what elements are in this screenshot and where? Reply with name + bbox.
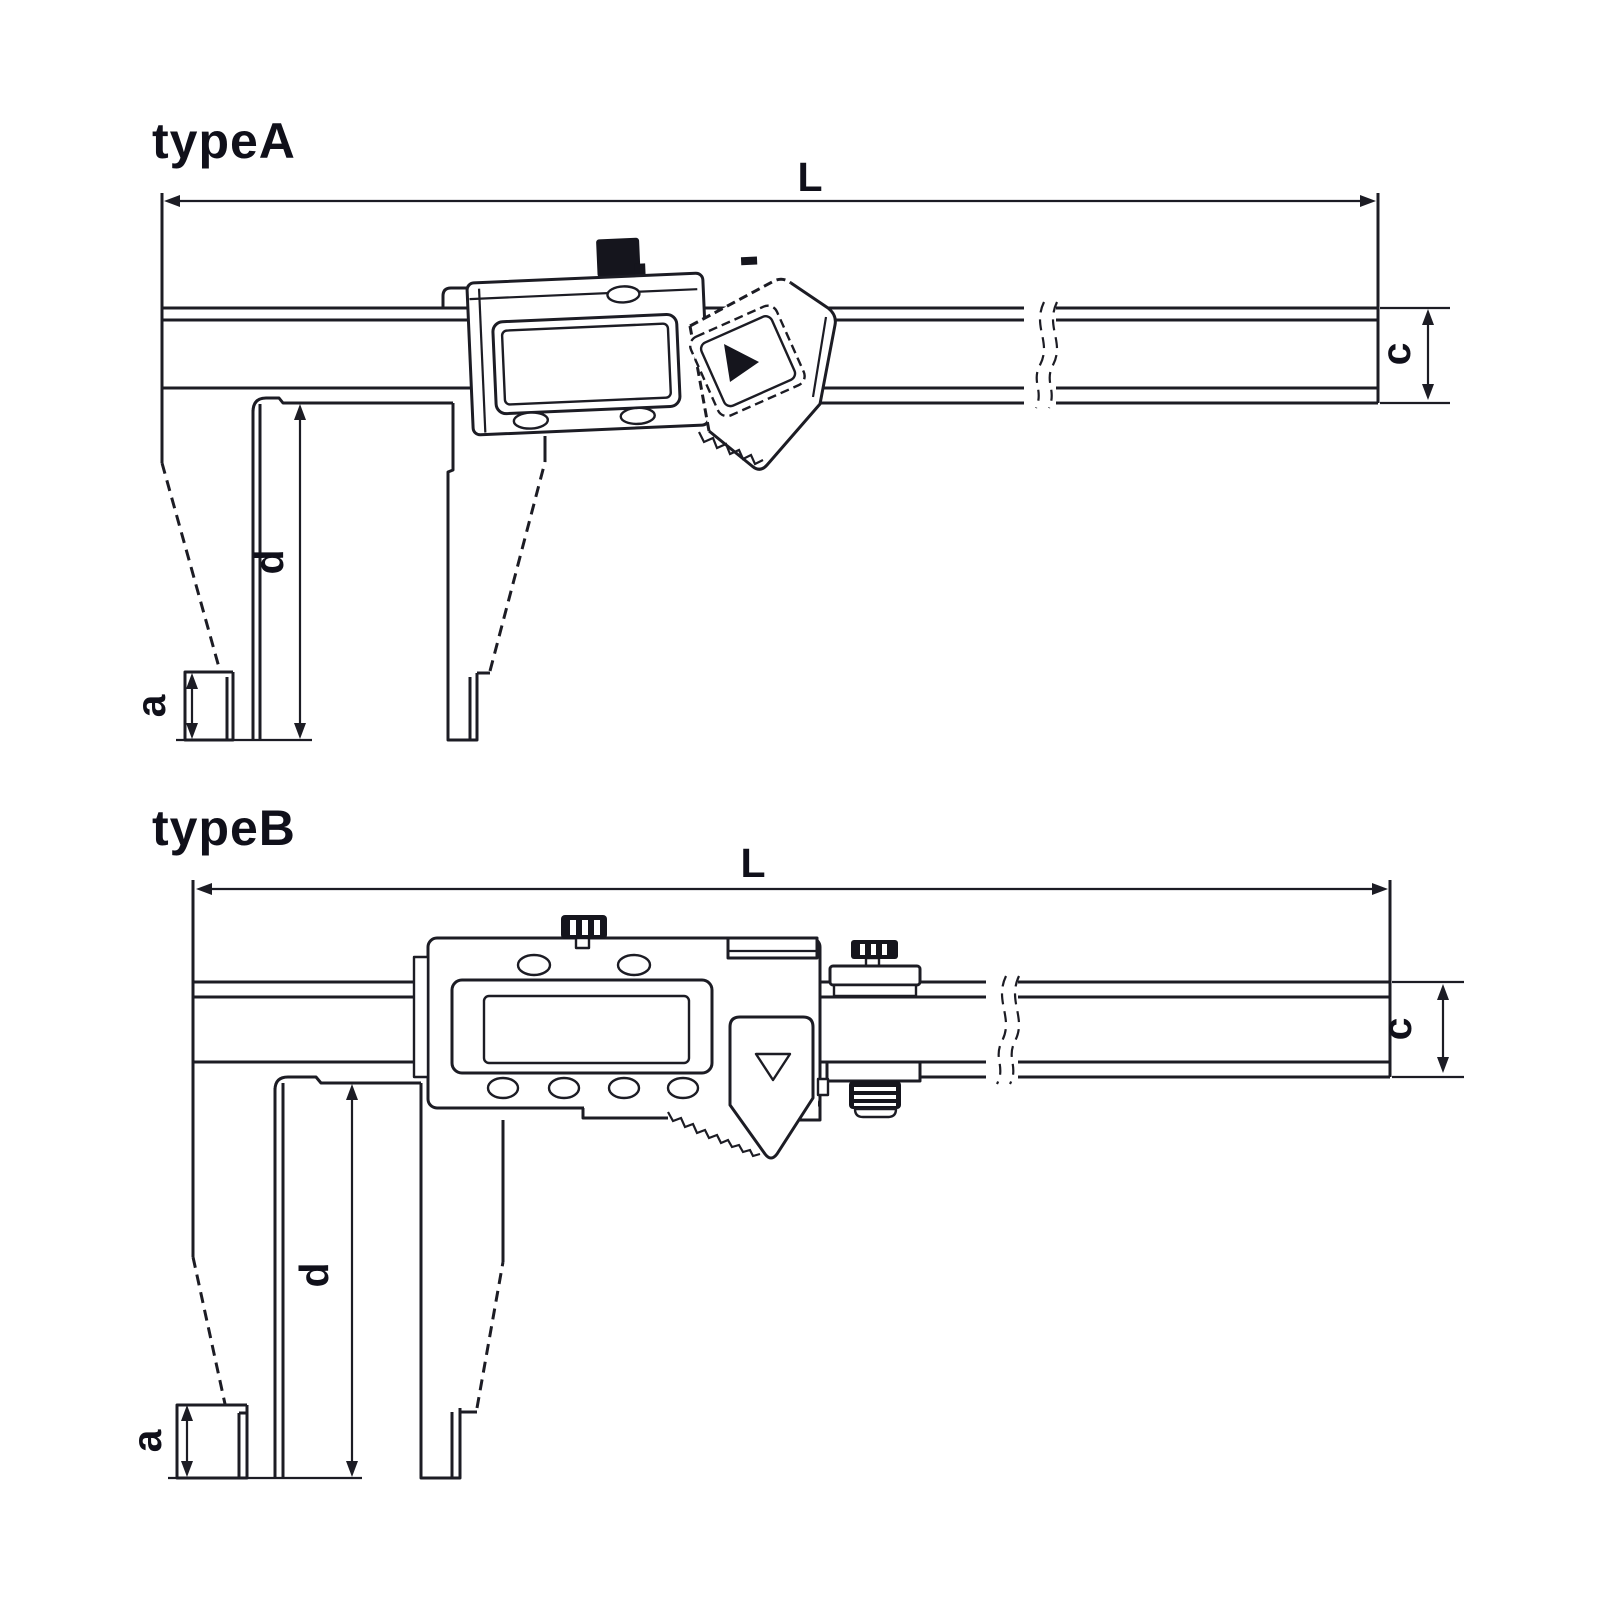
arrowhead-up-icon-aa bbox=[186, 673, 198, 689]
moving-jaw-taper-edge-b bbox=[475, 1261, 505, 1409]
moving-jaw-outline-b bbox=[419, 1083, 462, 1480]
arrowhead-right-icon-b bbox=[1372, 883, 1388, 895]
arrowhead-right-icon-a bbox=[1360, 195, 1376, 207]
wing-outline-a bbox=[708, 281, 837, 471]
moving-jaw-outline-a bbox=[446, 403, 479, 742]
dimension-jaw-tip-b: a bbox=[124, 1405, 193, 1477]
moving-jaw-b bbox=[419, 1083, 505, 1480]
triangle-button-icon-b bbox=[754, 1052, 792, 1082]
triangle-button-icon-a bbox=[724, 344, 759, 382]
hole-bottom-1-b bbox=[486, 1076, 520, 1100]
wing-top-edge-a bbox=[689, 277, 792, 328]
dim-label-c-b: c bbox=[1374, 1018, 1420, 1041]
head-a bbox=[441, 237, 837, 471]
dimension-length-a: L bbox=[164, 154, 1376, 207]
jaw-gap-line-a bbox=[251, 396, 453, 413]
dim-label-d-a: d bbox=[246, 549, 292, 574]
dim-label-d-b: d bbox=[291, 1262, 337, 1287]
clamp-tab-b bbox=[726, 936, 819, 960]
slot-bottom-right-a bbox=[619, 406, 656, 426]
head-bottom-step-b bbox=[581, 1108, 668, 1120]
arrowhead-up-icon-ca bbox=[1422, 309, 1434, 325]
dimension-jaw-depth-b: d bbox=[291, 1084, 358, 1477]
hole-bottom-3-b bbox=[607, 1076, 641, 1100]
clamp-screw-right-b bbox=[828, 940, 922, 998]
arrowhead-down-icon-da bbox=[294, 723, 306, 739]
dim-label-a-b: a bbox=[124, 1428, 170, 1452]
hole-bottom-4-b bbox=[666, 1076, 700, 1100]
arrowhead-up-icon-da bbox=[294, 404, 306, 420]
head-body-group-a bbox=[465, 237, 758, 437]
button-shield-b bbox=[728, 1015, 815, 1160]
lcd-display-a bbox=[500, 322, 672, 406]
wing-side-face-line-a bbox=[811, 316, 828, 398]
clamp-block-layer-b bbox=[832, 983, 918, 998]
thumb-grip-serration-a bbox=[698, 431, 764, 466]
dim-extensions-c-a bbox=[1380, 306, 1450, 405]
fixed-jaw-b bbox=[168, 1083, 362, 1480]
slider-bracket-a bbox=[441, 286, 470, 310]
fixed-jaw-taper-edge-a bbox=[160, 462, 222, 672]
arrowhead-up-icon-db bbox=[346, 1084, 358, 1100]
dim-label-L-a: L bbox=[797, 154, 822, 200]
head-top-face-line-a bbox=[469, 288, 698, 301]
head-left-tab-b bbox=[412, 955, 430, 1079]
break-symbol-a bbox=[1034, 301, 1059, 409]
jaw-gap-line-b bbox=[273, 1075, 421, 1091]
hole-bottom-2-b bbox=[547, 1076, 581, 1100]
fixed-jaw-taper-edge-b bbox=[191, 1256, 227, 1405]
fine-adjust-roller-b bbox=[816, 1060, 922, 1119]
roller-stem-b bbox=[574, 936, 591, 950]
type-b-title: typeB bbox=[152, 800, 296, 856]
thumb-knob-base-a bbox=[634, 263, 646, 276]
arrowhead-down-icon-cb bbox=[1437, 1057, 1449, 1073]
dimension-beam-height-a: c bbox=[1373, 306, 1450, 405]
thumb-roller-top-b bbox=[561, 915, 607, 950]
lcd-display-b bbox=[482, 994, 691, 1065]
thumb-knob-a bbox=[596, 237, 641, 278]
dim-label-c-a: c bbox=[1373, 343, 1419, 366]
arrowhead-up-icon-cb bbox=[1437, 984, 1449, 1000]
moving-jaw-taper-edge-a bbox=[488, 461, 547, 672]
arrowhead-left-icon-a bbox=[164, 195, 180, 207]
head-b bbox=[412, 915, 922, 1160]
clamp-block-b bbox=[828, 964, 922, 987]
dim-label-a-a: a bbox=[128, 693, 174, 717]
slot-top-a bbox=[606, 285, 641, 304]
fixed-jaw-a bbox=[160, 404, 312, 742]
roller-cap-b bbox=[853, 1107, 898, 1119]
arrowhead-down-icon-db bbox=[346, 1461, 358, 1477]
thumb-wing-a bbox=[688, 277, 837, 471]
arrowhead-down-icon-aa bbox=[186, 723, 198, 739]
roller-side-tab-b bbox=[816, 1077, 830, 1097]
arrowhead-left-icon-b bbox=[196, 883, 212, 895]
break-symbol-b bbox=[996, 975, 1021, 1085]
roller-block-b bbox=[825, 1060, 922, 1083]
head-left-face-line-a bbox=[477, 288, 487, 433]
slot-bottom-left-a bbox=[512, 411, 550, 430]
top-tick-a bbox=[740, 256, 758, 266]
dim-label-L-b: L bbox=[740, 840, 765, 886]
dim-extensions-c-b bbox=[1392, 980, 1464, 1079]
fixed-jaw-tip-inner-edge-b bbox=[237, 1411, 247, 1478]
hole-top-right-b bbox=[616, 953, 652, 977]
arrowhead-down-icon-ca bbox=[1422, 384, 1434, 400]
type-a-title: typeA bbox=[152, 113, 296, 169]
arrowhead-down-icon-ab bbox=[181, 1461, 193, 1477]
dimension-length-b: L bbox=[196, 840, 1388, 895]
dimension-beam-height-b: c bbox=[1374, 980, 1464, 1079]
dimension-jaw-tip-a: a bbox=[128, 673, 198, 739]
figure-type-b: typeB bbox=[124, 800, 1464, 1480]
figure-type-a: typeA bbox=[128, 113, 1450, 742]
thumb-grip-serration-b bbox=[667, 1111, 761, 1158]
arrowhead-up-icon-ab bbox=[181, 1405, 193, 1421]
dimension-jaw-depth-a: d bbox=[246, 404, 306, 739]
moving-jaw-a bbox=[446, 403, 547, 742]
hole-top-left-b bbox=[516, 953, 552, 977]
